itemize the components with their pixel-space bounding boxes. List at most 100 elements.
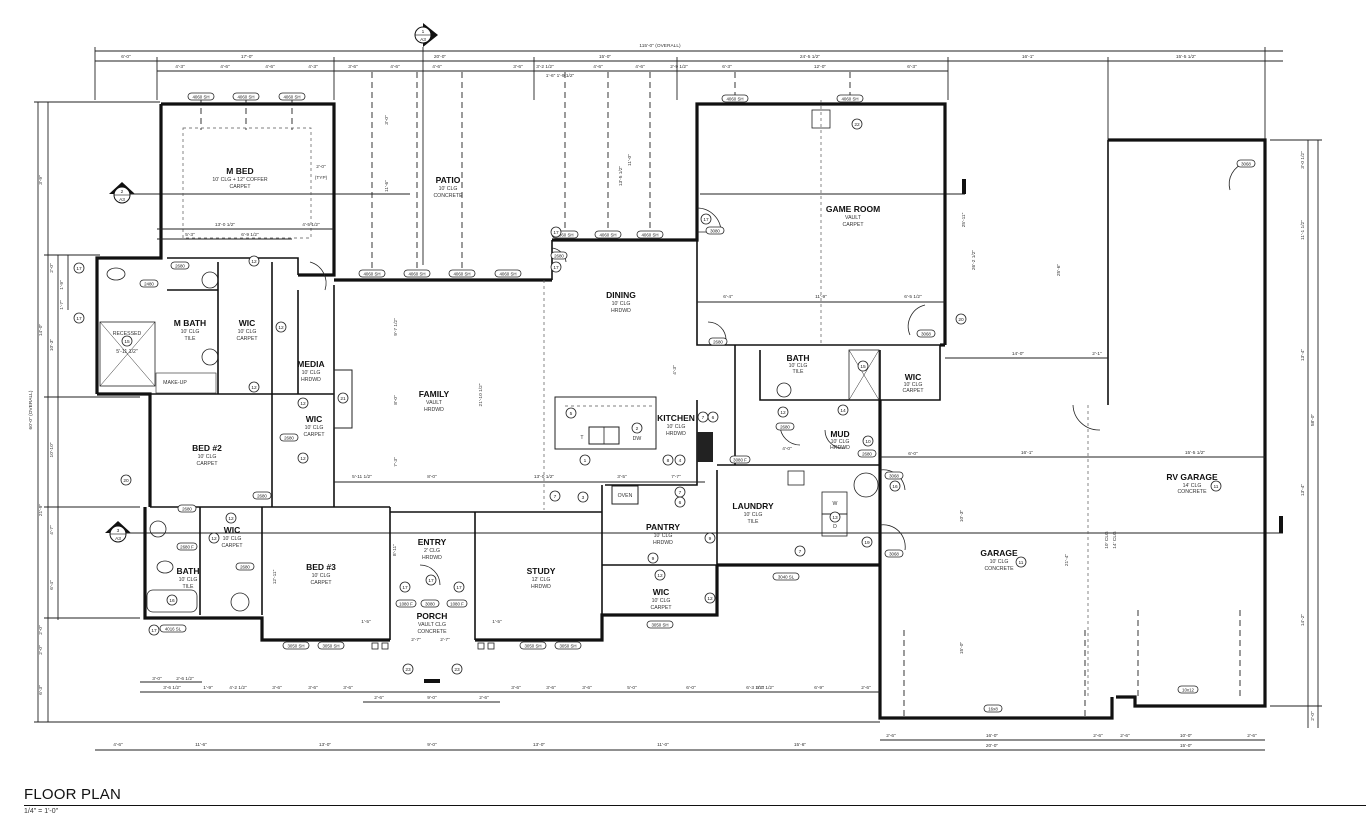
- sheet-scale: 1/4" = 1'-0": [24, 808, 59, 815]
- svg-text:2680: 2680: [713, 340, 723, 345]
- svg-text:1'-9": 1'-9": [59, 280, 65, 290]
- svg-text:3'-0": 3'-0": [384, 115, 390, 125]
- top-dimensions: 115'-0" (OVERALL) 6'-0" 17'-0" 20'-0" 15…: [94, 43, 1283, 140]
- section-marker-2[interactable]: 2 A3: [109, 179, 966, 204]
- svg-text:2'-9 1/2": 2'-9 1/2": [670, 64, 688, 70]
- svg-text:DW: DW: [633, 436, 642, 442]
- svg-text:HRDWD: HRDWD: [531, 584, 551, 590]
- svg-text:4'-6": 4'-6": [593, 64, 603, 70]
- svg-text:10'-3": 10'-3": [959, 510, 965, 523]
- svg-text:7'-3": 7'-3": [393, 457, 399, 467]
- svg-text:16x8: 16x8: [988, 707, 998, 712]
- svg-text:24'-5 1/2": 24'-5 1/2": [800, 54, 821, 60]
- svg-text:7'-7": 7'-7": [671, 474, 681, 480]
- svg-text:RV GARAGE: RV GARAGE: [1166, 472, 1218, 482]
- svg-text:2'-6 1/2": 2'-6 1/2": [176, 676, 194, 682]
- svg-text:4'-6": 4'-6": [432, 64, 442, 70]
- svg-text:CARPET: CARPET: [229, 184, 251, 190]
- bottom-dimensions: 3'-0" 2'-6 1/2" 3'-6 1/2" 1'-9" 4'-2 1/2…: [95, 676, 1265, 751]
- svg-text:DINING: DINING: [606, 290, 636, 300]
- svg-text:2'-6": 2'-6": [1247, 733, 1257, 739]
- svg-text:3050 SH: 3050 SH: [524, 644, 541, 649]
- svg-text:4060 SH: 4060 SH: [408, 272, 425, 277]
- svg-text:BED #3: BED #3: [306, 562, 336, 572]
- svg-text:3068: 3068: [1241, 162, 1251, 167]
- svg-text:10' CLG: 10' CLG: [305, 425, 324, 431]
- svg-text:A3: A3: [115, 536, 121, 542]
- svg-text:LAUNDRY: LAUNDRY: [732, 501, 774, 511]
- svg-text:2'-0": 2'-0": [38, 625, 44, 635]
- svg-text:4'-3": 4'-3": [175, 64, 185, 70]
- svg-text:17: 17: [456, 585, 462, 591]
- svg-text:WIC: WIC: [224, 525, 241, 535]
- svg-text:4060 SH: 4060 SH: [641, 233, 658, 238]
- svg-text:M BATH: M BATH: [174, 318, 206, 328]
- svg-text:CARPET: CARPET: [196, 461, 218, 467]
- svg-text:2'-0": 2'-0": [38, 645, 44, 655]
- svg-text:12' CLG: 12' CLG: [532, 577, 551, 583]
- svg-text:6'-3": 6'-3": [907, 64, 917, 70]
- svg-text:15: 15: [124, 339, 130, 345]
- svg-text:1080 F: 1080 F: [399, 602, 413, 607]
- svg-text:TILE: TILE: [185, 336, 196, 342]
- svg-text:10' CLG: 10' CLG: [612, 301, 631, 307]
- right-dimensions: 3'-0 1/2" 11'-1 1/2" 13'-4" 13'-4" 14'-2…: [1270, 139, 1322, 728]
- svg-text:19: 19: [864, 540, 870, 546]
- section-marker-3[interactable]: 3 A3: [105, 516, 1283, 543]
- svg-text:4'-0": 4'-0": [782, 446, 792, 452]
- svg-text:2: 2: [121, 189, 124, 195]
- svg-text:2'-6": 2'-6": [861, 685, 871, 691]
- svg-text:5'-3": 5'-3": [185, 232, 195, 238]
- svg-text:6'-3": 6'-3": [38, 685, 44, 695]
- svg-text:20'-0": 20'-0": [434, 54, 447, 60]
- svg-text:6'-0": 6'-0": [908, 451, 918, 457]
- svg-text:15'-5 1/2": 15'-5 1/2": [1176, 54, 1197, 60]
- svg-text:10' CLG: 10' CLG: [198, 454, 217, 460]
- svg-text:7: 7: [554, 494, 557, 500]
- svg-text:4060 SH: 4060 SH: [726, 97, 743, 102]
- svg-text:FAMILY: FAMILY: [419, 389, 450, 399]
- svg-text:KITCHEN: KITCHEN: [657, 413, 695, 423]
- svg-text:2'-0": 2'-0": [49, 263, 55, 273]
- svg-text:TILE: TILE: [748, 519, 759, 525]
- svg-text:11'-9": 11'-9": [815, 294, 827, 300]
- svg-text:GARAGE: GARAGE: [980, 548, 1018, 558]
- section-marker-1[interactable]: 1 A3: [414, 23, 438, 265]
- svg-text:3: 3: [582, 495, 585, 501]
- svg-text:8'-0": 8'-0": [427, 474, 437, 480]
- svg-text:8'-11": 8'-11": [392, 544, 398, 556]
- bath-fixtures: RECESSED 5'-11 1/2" MAKE-UP W D: [99, 109, 880, 613]
- svg-text:3'-9": 3'-9": [38, 175, 44, 185]
- svg-text:10' CLG: 10' CLG: [312, 573, 331, 579]
- svg-text:4'-6": 4'-6": [390, 64, 400, 70]
- svg-text:12: 12: [251, 259, 257, 265]
- svg-text:2' CLG: 2' CLG: [424, 548, 440, 554]
- svg-text:2680: 2680: [554, 254, 564, 259]
- svg-text:WIC: WIC: [306, 414, 323, 424]
- svg-text:15'-0": 15'-0": [1180, 743, 1193, 749]
- svg-text:2: 2: [636, 426, 639, 432]
- svg-text:4060 SH: 4060 SH: [453, 272, 470, 277]
- svg-text:5'-11 1/2": 5'-11 1/2": [116, 349, 138, 355]
- svg-text:2680: 2680: [257, 494, 267, 499]
- svg-text:20: 20: [958, 317, 964, 323]
- svg-text:15'-0": 15'-0": [959, 642, 965, 655]
- svg-text:14: 14: [840, 408, 846, 414]
- svg-text:1: 1: [422, 29, 425, 35]
- svg-text:10' CLG: 10' CLG: [1104, 531, 1110, 549]
- svg-text:15: 15: [860, 364, 866, 370]
- svg-text:12: 12: [707, 596, 713, 602]
- svg-text:CONCRETE: CONCRETE: [433, 193, 463, 199]
- svg-text:17: 17: [151, 628, 157, 634]
- svg-text:HRDWD: HRDWD: [301, 377, 321, 383]
- svg-text:7: 7: [679, 490, 682, 496]
- svg-text:12'-0": 12'-0": [814, 64, 827, 70]
